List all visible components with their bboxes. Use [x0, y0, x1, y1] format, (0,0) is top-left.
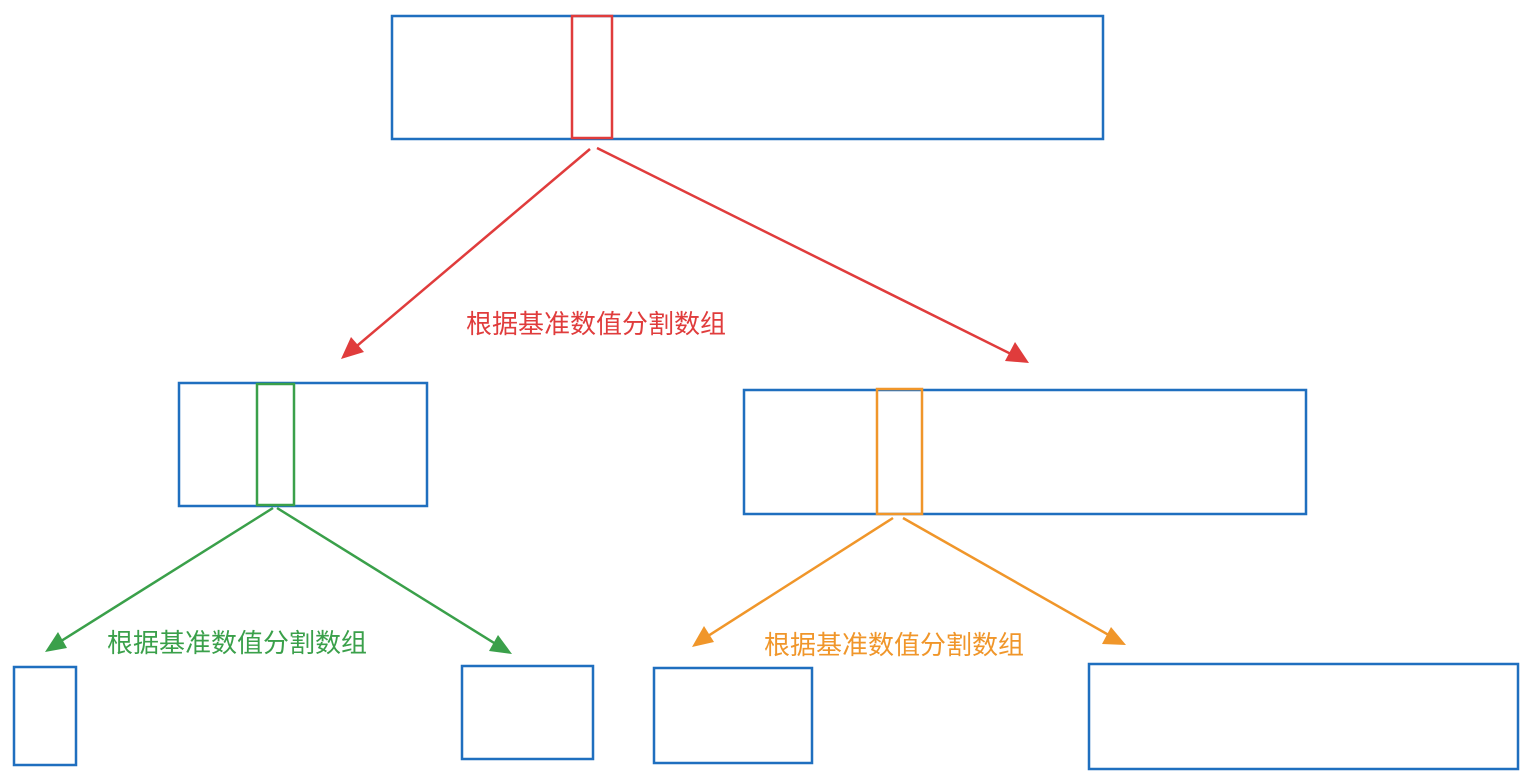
root-right-arrowhead	[1005, 342, 1029, 363]
caption-right: 根据基准数值分割数组	[764, 631, 1024, 661]
leaf-array-4	[1087, 662, 1520, 771]
root-array	[390, 14, 1105, 141]
left-left-arrowhead	[45, 632, 67, 652]
right-left-arrowhead	[692, 626, 714, 647]
root-left-arrow	[344, 148, 591, 357]
caption-top: 根据基准数值分割数组	[466, 310, 726, 340]
right-left-arrow	[696, 516, 894, 645]
right-split-arrows	[692, 516, 1126, 647]
right-right-arrowhead	[1102, 627, 1126, 645]
leaf-array-3	[652, 666, 814, 765]
root-right-arrow	[596, 146, 1026, 363]
leaf-array-2	[460, 664, 595, 761]
left-right-arrow	[276, 506, 508, 653]
right-pivot	[875, 387, 924, 516]
root-split-arrows	[341, 146, 1029, 363]
caption-left: 根据基准数值分割数组	[107, 629, 367, 659]
left-pivot	[255, 382, 296, 507]
right-right-arrow	[902, 516, 1122, 644]
left-array	[177, 381, 429, 508]
root-left-arrowhead	[341, 337, 364, 359]
left-left-arrow	[49, 506, 274, 650]
leaf-array-1	[12, 665, 78, 767]
left-right-arrowhead	[489, 635, 512, 654]
root-pivot	[570, 14, 614, 140]
left-split-arrows	[45, 506, 512, 654]
right-array	[742, 388, 1308, 516]
